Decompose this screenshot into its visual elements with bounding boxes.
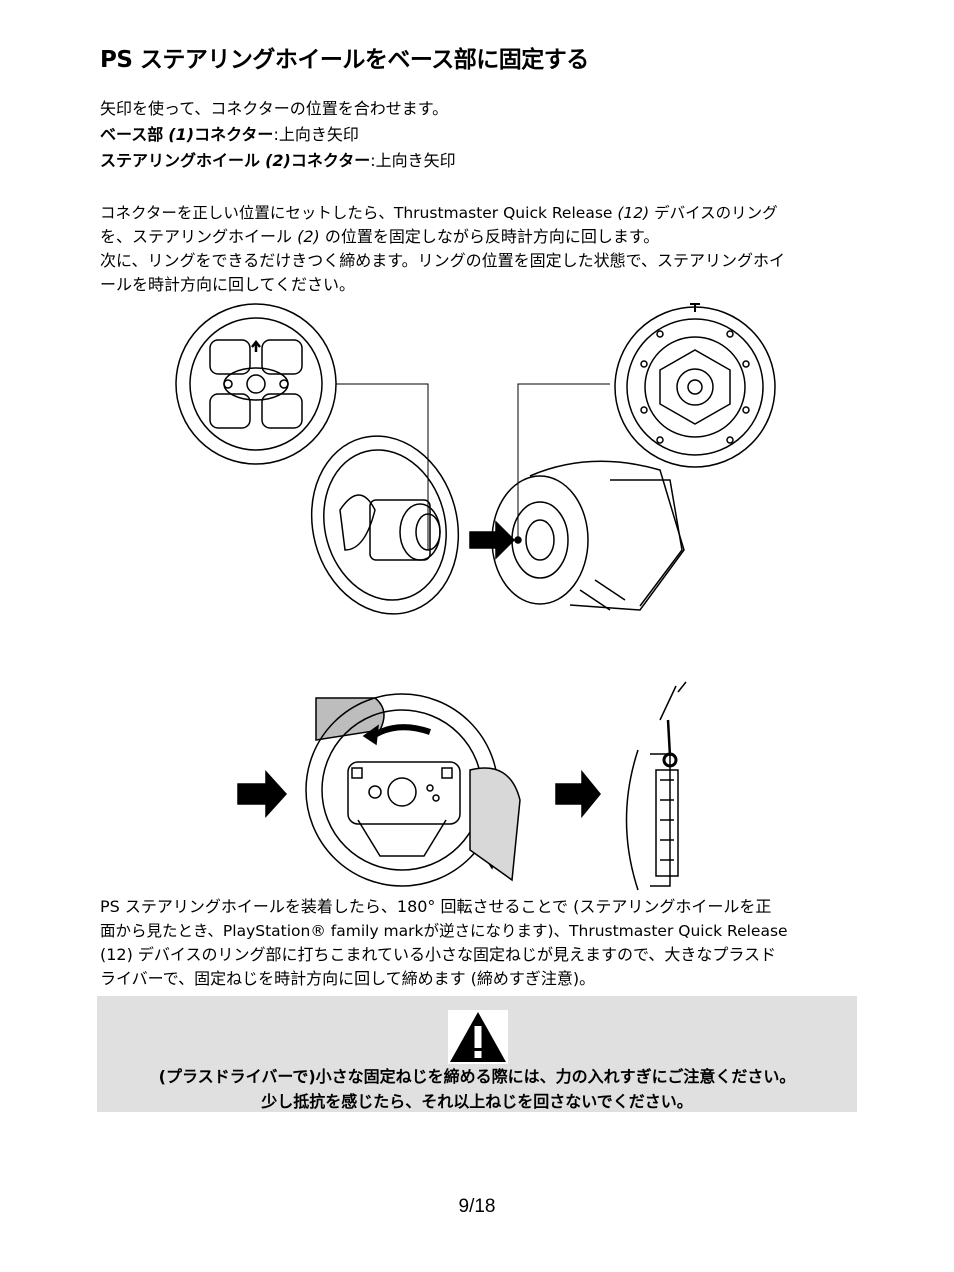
- wheel-label: ステアリングホイール: [100, 151, 261, 170]
- wheel-rotation-illustration: [237, 681, 687, 891]
- paragraph-1: コネクターを正しい位置にセットしたら、Thrustmaster Quick Re…: [100, 201, 852, 297]
- para1-text: デバイスのリング: [654, 204, 778, 222]
- warning-line-2: 少し抵抗を感じたら、それ以上ねじを回さないでください。: [261, 1092, 693, 1111]
- para2-text: ライバーで、固定ねじを時計方向に回して締めます (締めすぎ注意)。: [100, 969, 596, 988]
- up-arrow-text: :上向き矢印: [370, 151, 456, 170]
- para1-text: 次に、リングをできるだけきつく締めます。リングの位置を固定した状態で、ステアリン…: [100, 251, 785, 270]
- page-number: 9/18: [458, 1196, 496, 1217]
- base-number: (1): [168, 125, 195, 144]
- quick-release-number: (12): [617, 204, 650, 222]
- wheel-number: (2): [297, 227, 320, 246]
- para1-text: の位置を固定しながら反時計方向に回します。: [324, 227, 660, 246]
- para1-text: ールを時計方向に回してください。: [100, 275, 356, 294]
- wheel-number: (2): [265, 151, 291, 170]
- para2-text: 面から見たとき、PlayStation® family markが逆さになります…: [100, 922, 788, 940]
- intro-line-1: 矢印を使って、コネクターの位置を合わせます。: [100, 99, 449, 118]
- wheel-mounting-illustration: [175, 303, 776, 615]
- up-arrow-text: :上向き矢印: [273, 125, 359, 144]
- connector-label: コネクター: [194, 125, 274, 144]
- page-title: PS ステアリングホイールをベース部に固定する: [100, 47, 589, 73]
- paragraph-2: PS ステアリングホイールを装着したら、180° 回転させることで (ステアリン…: [100, 895, 852, 991]
- base-label: ベース部: [100, 125, 164, 144]
- intro-line-3: ステアリングホイール (2)コネクター:上向き矢印: [100, 149, 456, 173]
- warning-triangle-icon: [448, 1010, 508, 1064]
- warning-box: (プラスドライバーで)小さな固定ねじを締める際には、力の入れすぎにご注意ください…: [97, 996, 857, 1112]
- para1-text: を、ステアリングホイール: [100, 227, 293, 246]
- para1-text: コネクターを正しい位置にセットしたら、Thrustmaster Quick Re…: [100, 204, 613, 222]
- para2-text: PS ステアリングホイールを装着したら、180° 回転させることで (ステアリン…: [100, 897, 772, 916]
- para2-text: (12) デバイスのリング部に打ちこまれている小さな固定ねじが見えますので、大き…: [100, 945, 777, 964]
- intro-line-2: ベース部 (1)コネクター:上向き矢印: [100, 123, 359, 147]
- connector-label: コネクター: [290, 151, 371, 170]
- warning-line-1: (プラスドライバーで)小さな固定ねじを締める際には、力の入れすぎにご注意ください…: [158, 1067, 796, 1086]
